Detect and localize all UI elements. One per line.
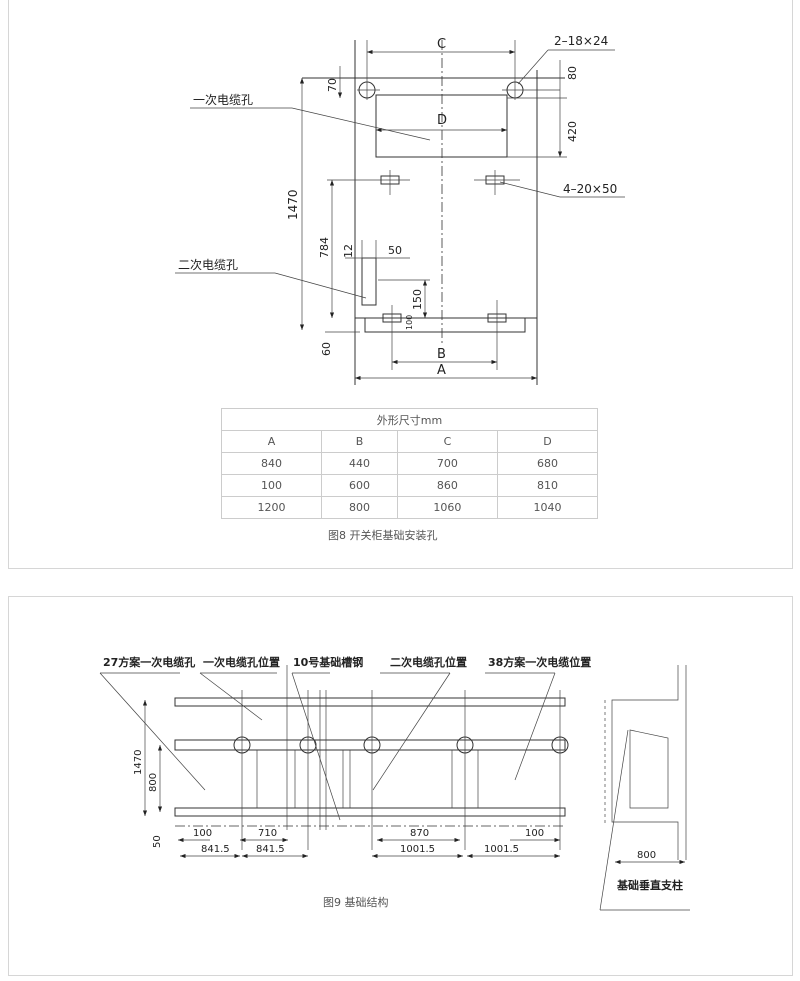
svg-text:基础垂直支柱: 基础垂直支柱 [616, 878, 683, 892]
table-cell: 1040 [496, 496, 599, 519]
table-cell: 1060 [396, 496, 498, 519]
svg-text:841.5: 841.5 [201, 844, 230, 855]
svg-text:870: 870 [410, 828, 429, 839]
table-cell: 840 [220, 452, 323, 475]
figure-8-caption: 图8 开关柜基础安装孔 [328, 529, 438, 542]
header-cell: D [496, 430, 599, 453]
svg-text:1470: 1470 [133, 750, 144, 775]
table-cell: 1200 [220, 496, 323, 519]
svg-text:1470: 1470 [286, 189, 300, 220]
svg-text:2–18×24: 2–18×24 [554, 34, 608, 48]
svg-text:50: 50 [152, 835, 163, 848]
table-cell: 860 [396, 474, 498, 497]
table-title: 外形尺寸mm [221, 408, 598, 431]
table-row: 1200 800 1060 1040 [220, 496, 599, 519]
table-cell: 700 [396, 452, 498, 475]
svg-text:12: 12 [342, 244, 355, 258]
table-row: 840 440 700 680 [220, 452, 599, 475]
primary-cable-hole [375, 94, 508, 158]
table-cell: 810 [496, 474, 599, 497]
svg-text:100: 100 [193, 828, 212, 839]
svg-text:70: 70 [326, 78, 339, 92]
svg-text:710: 710 [258, 828, 277, 839]
table-cell: 600 [321, 474, 398, 497]
secondary-cable-hole [361, 257, 377, 306]
header-cell: A [220, 430, 323, 453]
svg-text:C: C [437, 37, 446, 52]
svg-text:A: A [437, 363, 446, 378]
svg-text:150: 150 [411, 289, 424, 310]
svg-text:841.5: 841.5 [256, 844, 285, 855]
svg-text:50: 50 [388, 244, 402, 257]
svg-text:100: 100 [525, 828, 544, 839]
svg-text:784: 784 [318, 237, 331, 258]
table-header-row: A B C D [220, 430, 599, 453]
figure-8-drawing: C D 80 420 1470 70 784 12 50 150 100 60 … [175, 34, 625, 385]
svg-text:80: 80 [566, 66, 579, 80]
svg-text:800: 800 [148, 773, 159, 792]
svg-text:B: B [437, 347, 446, 362]
figure-9-caption: 图9 基础结构 [323, 896, 389, 909]
figure-9-drawing: 1470 800 50 100 841.5 710 841.5 870 1001… [99, 655, 690, 911]
dimensions-table: 外形尺寸mm A B C D 840 440 700 680 100 600 8… [220, 408, 599, 519]
table-cell: 680 [496, 452, 599, 475]
svg-text:D: D [437, 113, 447, 128]
table-cell: 440 [321, 452, 398, 475]
svg-text:420: 420 [566, 121, 579, 142]
header-cell: B [321, 430, 398, 453]
svg-text:1001.5: 1001.5 [400, 844, 435, 855]
header-cell: C [396, 430, 498, 453]
table-row: 100 600 860 810 [220, 474, 599, 497]
table-cell: 800 [321, 496, 398, 519]
svg-text:60: 60 [320, 342, 333, 356]
svg-text:一次电缆孔位置: 一次电缆孔位置 [203, 655, 280, 669]
svg-text:1001.5: 1001.5 [484, 844, 519, 855]
svg-text:4–20×50: 4–20×50 [563, 182, 617, 196]
table-cell: 100 [220, 474, 323, 497]
figure-9-panel [8, 596, 793, 976]
svg-text:二次电缆孔位置: 二次电缆孔位置 [390, 655, 467, 669]
svg-text:27方案一次电缆孔: 27方案一次电缆孔 [103, 655, 195, 669]
svg-text:38方案一次电缆位置: 38方案一次电缆位置 [488, 655, 591, 669]
svg-text:10号基础槽钢: 10号基础槽钢 [293, 655, 363, 669]
svg-text:800: 800 [637, 850, 656, 861]
svg-text:一次电缆孔: 一次电缆孔 [193, 93, 253, 107]
svg-text:100: 100 [405, 315, 414, 330]
svg-text:二次电缆孔: 二次电缆孔 [178, 258, 238, 272]
